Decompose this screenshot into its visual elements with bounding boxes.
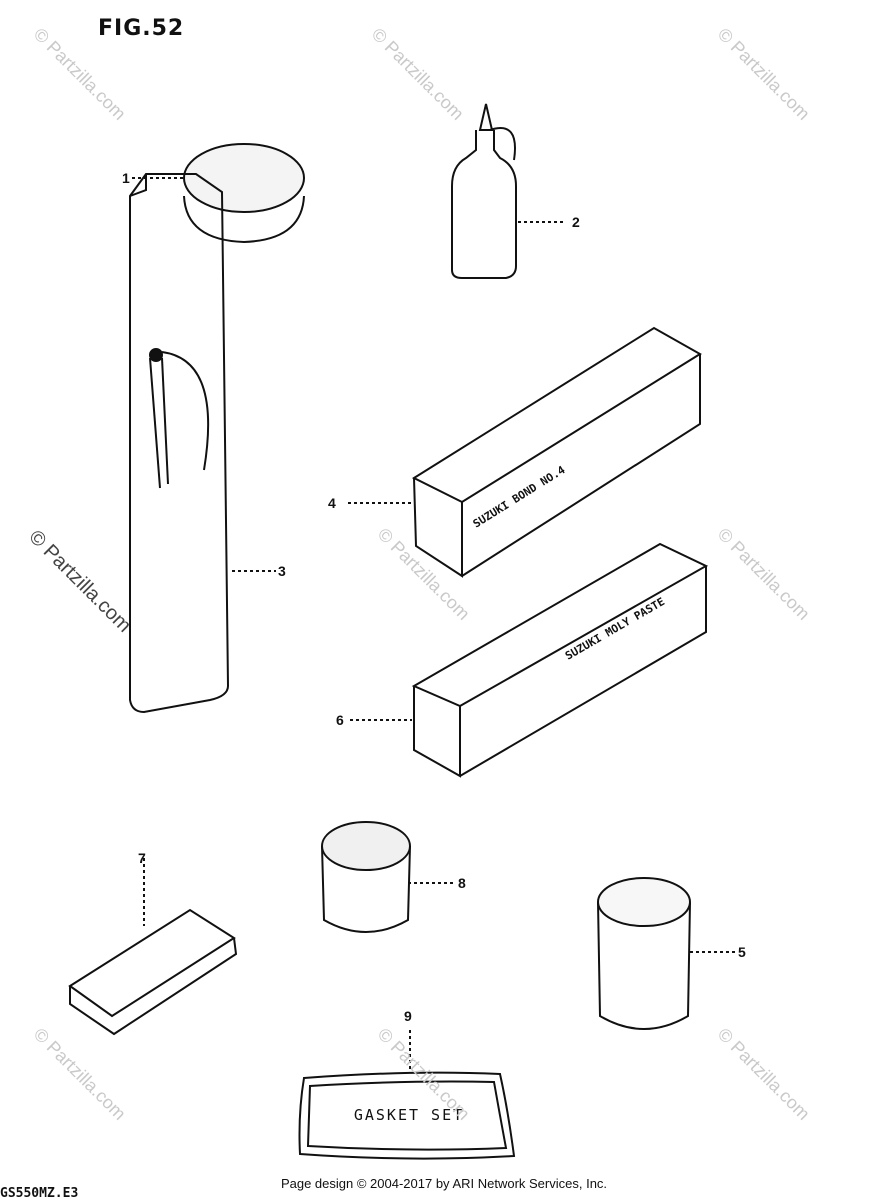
callout-3: 3 — [278, 563, 286, 579]
callout-4: 4 — [328, 495, 336, 511]
part-3-can[interactable] — [129, 173, 276, 714]
part-2-bottle[interactable] — [451, 103, 566, 279]
part-7-box[interactable] — [68, 858, 238, 1036]
part-6-moly-box[interactable] — [350, 542, 709, 778]
part-9-gasket-set[interactable] — [298, 1030, 516, 1160]
callout-1: 1 — [122, 170, 130, 186]
moly-label: SUZUKI MOLY PASTE — [563, 595, 667, 663]
bond-label: SUZUKI BOND NO.4 — [471, 463, 568, 530]
part-8-can[interactable] — [321, 821, 456, 933]
figure-title: FIG.52 — [98, 16, 185, 41]
footer-copyright: Page design © 2004-2017 by ARI Network S… — [280, 1176, 608, 1191]
part-5-can[interactable] — [597, 877, 736, 1030]
part-4-bond-box[interactable] — [348, 326, 702, 578]
gasket-set-label: GASKET SET — [353, 1106, 465, 1124]
callout-2: 2 — [572, 214, 580, 230]
callout-5: 5 — [738, 944, 746, 960]
diagram-code: GS550MZ.E3 — [0, 1186, 79, 1201]
part-1-container[interactable] — [132, 143, 305, 244]
callout-7: 7 — [138, 850, 146, 866]
callout-6: 6 — [336, 712, 344, 728]
callout-8: 8 — [458, 875, 466, 891]
callout-9: 9 — [404, 1008, 412, 1024]
